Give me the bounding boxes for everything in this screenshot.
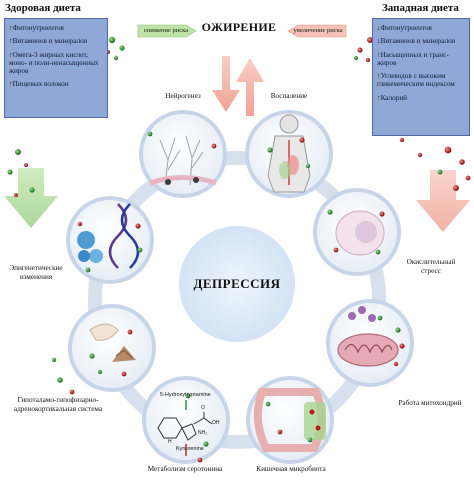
neurogenesis-label: Нейрогенез <box>165 92 201 100</box>
healthy-item-2: ↑Омега-3 жирных кислот, моно- и поли-нен… <box>9 50 99 76</box>
green-nutrient-dot <box>267 147 273 153</box>
red-nutrient-dot <box>24 163 28 167</box>
microbiota-label: Кишечная микробиота <box>256 465 326 473</box>
red-nutrient-dot <box>135 223 141 229</box>
red-nutrient-dot <box>69 389 75 395</box>
green-nutrient-dot <box>113 55 119 61</box>
molecule-o: O <box>201 405 205 411</box>
green-nutrient-dot <box>185 393 191 399</box>
western-item-4: ↑Калорий <box>377 93 408 102</box>
molecule-h: H <box>168 439 172 445</box>
green-nutrient-dot <box>51 357 57 363</box>
kynurenine-label: Kynurenine <box>176 446 204 452</box>
obesity-up-arrow <box>236 58 264 116</box>
healthy-item-1: ↑Витаминов и минералов <box>9 37 88 46</box>
red-nutrient-dot <box>211 143 217 149</box>
red-nutrient-dot <box>277 429 283 435</box>
red-nutrient-dot <box>197 457 203 463</box>
epigenetic-label: Эпигенетические изменения <box>9 264 63 281</box>
green-nutrient-dot <box>29 187 35 193</box>
epigenetic-circle <box>66 196 154 284</box>
hpa-label: Гипоталамо-гипофизарно-адренокортикальна… <box>13 396 103 413</box>
serotonin-circle <box>142 376 230 464</box>
green-nutrient-dot <box>305 163 311 169</box>
red-nutrient-dot <box>399 137 405 143</box>
western-item-1: ↓Витаминов и минералов <box>377 37 456 46</box>
green-nutrient-dot <box>108 36 116 44</box>
molecule-nh2: NH₂ <box>198 430 208 436</box>
green-nutrient-dot <box>137 247 143 253</box>
red-nutrient-dot <box>444 146 452 154</box>
red-nutrient-dot <box>367 37 373 43</box>
serotonin-top-label: 5-Hydroxytryptamine <box>160 392 211 398</box>
healthy-diet-title: Здоровая диета <box>5 2 81 14</box>
red-nutrient-dot <box>393 361 399 367</box>
green-nutrient-dot <box>307 437 313 443</box>
healthy-diet-down-arrow <box>4 168 58 228</box>
healthy-item-0: ↑Фитонутриентов <box>9 24 64 32</box>
green-nutrient-dot <box>119 45 125 51</box>
green-nutrient-dot <box>147 131 153 137</box>
reduce-risk-label: снижение риска <box>143 27 189 34</box>
green-nutrient-dot <box>203 441 209 447</box>
healthy-diet-box: ↑Фитонутриентов ↑Витаминов и минералов ↑… <box>4 18 108 118</box>
serotonin-label: Метаболизм серотонина <box>147 465 223 473</box>
obesity-label: ОЖИРЕНИЕ <box>201 20 277 34</box>
green-nutrient-dot <box>97 369 103 375</box>
obesity-down-arrow <box>212 56 240 112</box>
green-nutrient-dot <box>354 56 358 60</box>
red-nutrient-dot <box>299 137 305 143</box>
western-item-3: ↑Углеводов с высоким гликемическим индек… <box>377 72 455 89</box>
hpa-circle <box>68 304 156 392</box>
inflammation-circle <box>245 110 333 198</box>
green-nutrient-dot <box>377 315 383 321</box>
depression-center-circle <box>179 226 295 342</box>
western-diet-box: ↓Фитонутриентов ↓Витаминов и минералов ↑… <box>372 18 470 136</box>
green-nutrient-dot <box>375 249 381 255</box>
green-nutrient-dot <box>395 327 401 333</box>
red-nutrient-dot <box>417 152 423 158</box>
increase-risk-label: увеличение риска <box>293 27 343 34</box>
red-nutrient-dot <box>333 247 339 253</box>
red-nutrient-dot <box>365 57 371 63</box>
increase-risk-arrow-shape <box>287 24 347 38</box>
mitochondria-label: Работа митохондрий <box>398 399 462 407</box>
green-nutrient-dot <box>57 377 63 383</box>
red-nutrient-dot <box>459 159 465 165</box>
red-nutrient-dot <box>14 193 18 197</box>
red-nutrient-dot <box>127 329 133 335</box>
green-nutrient-dot <box>85 267 91 273</box>
western-diet-title: Западная диета <box>382 2 459 14</box>
green-nutrient-dot <box>15 149 21 155</box>
green-nutrient-dot <box>89 353 95 359</box>
red-nutrient-dot <box>465 175 471 181</box>
red-nutrient-dot <box>453 185 459 191</box>
reduce-risk-arrow-shape <box>137 24 197 38</box>
neurogenesis-circle <box>139 110 227 198</box>
depression-label: ДЕПРЕССИЯ <box>193 276 281 291</box>
oxidative-stress-label: Окислительный стресс <box>406 258 456 275</box>
green-nutrient-dot <box>265 401 271 407</box>
red-nutrient-dot <box>379 211 385 217</box>
molecule-oh: OH <box>212 420 220 426</box>
green-nutrient-dot <box>327 209 333 215</box>
western-diet-down-arrow <box>416 170 470 232</box>
inflammation-label: Воспаление <box>270 92 308 100</box>
red-nutrient-dot <box>399 343 405 349</box>
green-nutrient-dot <box>7 169 13 175</box>
mitochondria-circle <box>326 299 414 387</box>
green-nutrient-dot <box>437 169 443 175</box>
healthy-item-3: ↑Пищевых волокон <box>9 80 69 89</box>
red-nutrient-dot <box>121 371 127 377</box>
red-nutrient-dot <box>357 47 363 53</box>
red-nutrient-dot <box>77 221 83 227</box>
western-item-0: ↓Фитонутриентов <box>377 24 432 32</box>
western-item-2: ↑Насыщенных и транс-жиров <box>377 50 449 67</box>
